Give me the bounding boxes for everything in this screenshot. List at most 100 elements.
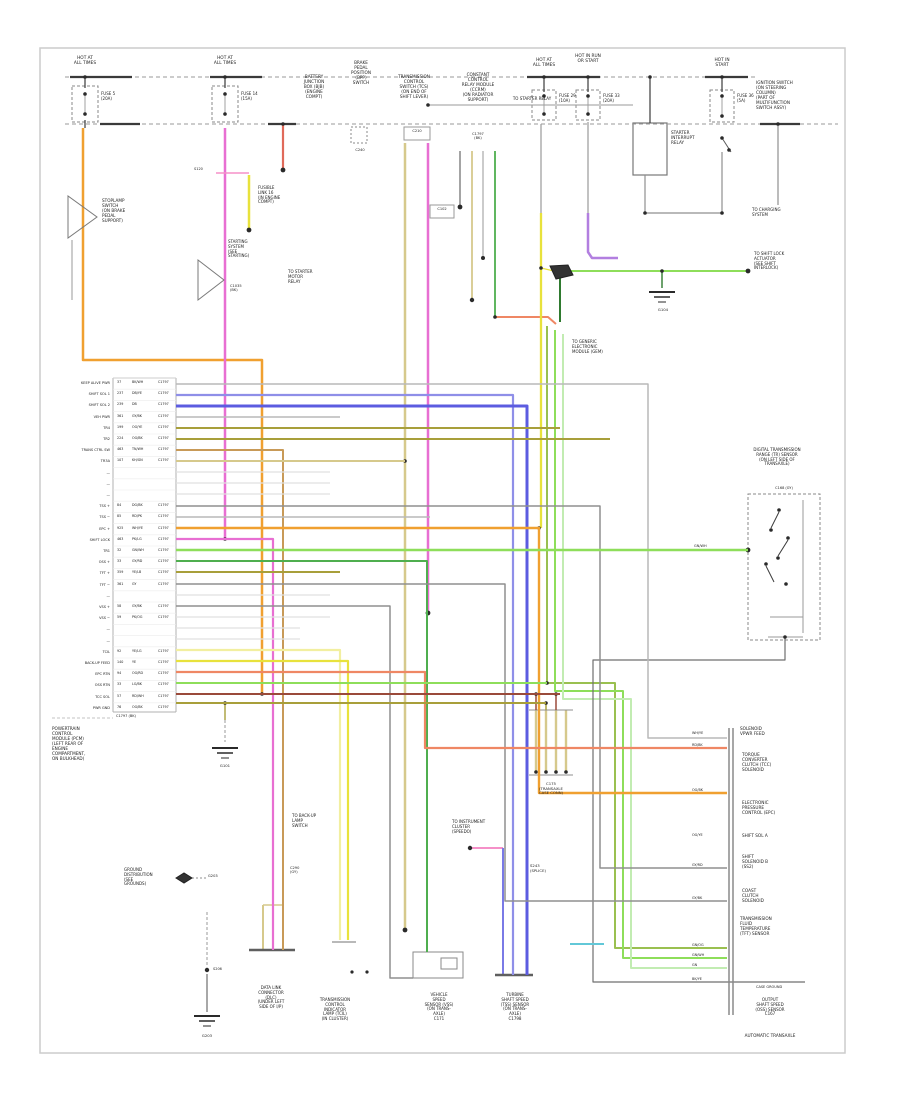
fuse6-label: FUSE 36 (5A) <box>737 93 754 103</box>
pcm-row-num-29: 76 <box>117 704 122 709</box>
cluster-label: TO INSTRUMENT CLUSTER (SPEEDO) <box>452 819 486 834</box>
pcm-row-ckt-4: C1797 <box>158 424 169 429</box>
pcm-pin-label-3: VEH PWR <box>93 414 110 419</box>
pcm-row-num-2: 239 <box>117 402 124 407</box>
tft-label: TRANSMISSION FLUID TEMPERATURE (TFT) SEN… <box>740 916 772 937</box>
relay-label: STARTER INTERRUPT RELAY <box>671 130 695 146</box>
g203-label: G203 <box>201 1033 213 1038</box>
tcs-connector-box <box>403 126 431 141</box>
pcm-row-num-27: 33 <box>117 682 122 687</box>
pcm-row-wire-6 <box>176 449 284 950</box>
pcm-pin-label-2: SHIFT SOL 2 <box>88 403 110 408</box>
pcm-row-ckt-29: C1797 <box>158 704 169 709</box>
ignition-switch-label: IGNITION SWITCH (ON STEERING COLUMN) (PA… <box>756 80 793 111</box>
junction-dot <box>83 75 87 79</box>
pcm-row-num-12: 85 <box>117 514 122 519</box>
pcm-row-num-24: 92 <box>117 648 122 653</box>
bar-wire-901: GY/BK <box>692 896 703 900</box>
pcm-row-color-13: WH/YE <box>132 525 143 530</box>
bar-wire-958: GN/WH <box>692 953 705 957</box>
junction-dot <box>481 256 485 260</box>
junction-dot <box>720 94 724 98</box>
pcm-row-ckt-12: C1797 <box>158 514 169 519</box>
pcm-pin-label-26: EPC RTN <box>95 672 110 677</box>
pcm-row-color-11: DG/BK <box>132 503 143 508</box>
bar-wire-793: OG/BK <box>692 788 703 792</box>
fuse5-label: FUSE 33 (20A) <box>603 93 620 103</box>
hot-label-1: HOT AT ALL TIMES <box>73 56 97 67</box>
pcm-pin-label-11: TSS + <box>99 504 110 509</box>
s206-label: S206 <box>213 967 222 971</box>
pcm-row-wire-26 <box>176 670 727 750</box>
pcm-row-color-5: OG/BK <box>132 436 143 440</box>
pcm-row-color-21: PK/OG <box>132 615 143 620</box>
pcm-pin-label-20: VSS + <box>99 605 110 609</box>
pcm-pin-label-5: TR2 <box>103 437 110 441</box>
pcm-row-wire-13 <box>176 526 727 795</box>
starter-motor-label: TO STARTER MOTOR RELAY <box>288 269 313 284</box>
pcm-row-num-14: 463 <box>117 536 124 541</box>
junction-dot <box>720 211 724 215</box>
pcm-row-num-21: 59 <box>117 615 122 620</box>
pcm-pin-label-15: TR1 <box>103 549 110 553</box>
oss-label: OUTPUT SHAFT SPEED (OSS) SENSOR C167 <box>755 997 785 1017</box>
junction-dot <box>281 122 285 126</box>
junction-dot <box>539 266 543 270</box>
hot-label-2: HOT AT ALL TIMES <box>213 56 237 67</box>
pcm-row-wire-2 <box>176 404 529 975</box>
tr-wire-label: GN/WH <box>694 544 707 548</box>
see-arrow-diamond <box>175 872 193 884</box>
bar-wire-982: BK/YE <box>692 977 702 981</box>
pcm-row-num-13: 925 <box>117 525 124 530</box>
pcm-row-color-7: KH/GN <box>132 458 143 463</box>
ccrm-label: CONSTANT CONTROL RELAY MODULE (CCRM) (ON… <box>461 72 495 103</box>
pcm-pin-label-1: SHIFT SOL 1 <box>88 392 110 397</box>
fuse2-label: FUSE 14 (15A) <box>241 91 258 101</box>
pcm-row-num-15: 32 <box>117 548 122 552</box>
salmon-link-wire <box>495 316 557 325</box>
junction-dot <box>776 122 780 126</box>
tr-sensor-label: DIGITAL TRANSMISSION RANGE (TR) SENSOR (… <box>753 447 801 467</box>
junction-dot <box>727 148 731 152</box>
bar-wire-748: RD/BK <box>692 743 703 747</box>
connector-wedge-2 <box>197 258 225 302</box>
tr-contact-2 <box>777 539 789 557</box>
pcm-row-ckt-26: C1797 <box>158 671 169 676</box>
junction-dot <box>769 528 773 532</box>
pcm-pin-label-19: — <box>106 593 111 598</box>
pcm-row-color-25: YE <box>132 660 137 664</box>
pcm-row-ckt-28: C1797 <box>158 693 169 698</box>
splice-blob <box>549 264 574 280</box>
pcm-pin-label-14: SHIFT LOCK <box>89 537 110 542</box>
bar-wire-948: GN/OG <box>692 943 704 947</box>
hot-label-6: HOT IN START <box>714 58 730 69</box>
oss-sensor-box <box>412 951 464 979</box>
junction-dot <box>544 770 548 774</box>
g104-label: G104 <box>657 307 669 312</box>
page-border <box>39 47 846 1054</box>
pcm-row-ckt-14: C1797 <box>158 536 169 541</box>
pcm-row-color-24: YE/LG <box>132 648 142 653</box>
c102-label: C102 <box>437 207 447 211</box>
pcm-row-ckt-18: C1797 <box>158 581 169 586</box>
ssb-label: SHIFT SOLENOID B (SS2) <box>742 854 769 870</box>
pcm-row-color-0: BK/WH <box>132 380 144 384</box>
charging-label: TO CHARGING SYSTEM <box>752 207 781 217</box>
junction-dot <box>493 315 497 319</box>
junction-dot <box>586 94 590 98</box>
pcm-pin-label-29: PWR GND <box>92 705 110 710</box>
case-gnd-label: CASE GROUND <box>756 985 783 989</box>
pcm-row-ckt-16: C1797 <box>158 559 169 564</box>
pcm-pin-label-25: BACK-UP FEED <box>84 661 110 665</box>
bpp-symbol-box <box>350 126 368 144</box>
pcm-row-ckt-21: C1797 <box>158 615 169 620</box>
pcm-row-num-4: 199 <box>117 424 124 429</box>
pcm-row-color-4: OG/YE <box>132 424 143 429</box>
pcm-row-color-27: LG/BK <box>132 682 142 687</box>
dlc-label: DATA LINK CONNECTOR (DLC) (UNDER LEFT SI… <box>257 985 285 1010</box>
junction-dot <box>402 927 408 933</box>
pcm-row-ckt-6: C1797 <box>158 447 169 452</box>
junction-dot <box>223 92 227 96</box>
